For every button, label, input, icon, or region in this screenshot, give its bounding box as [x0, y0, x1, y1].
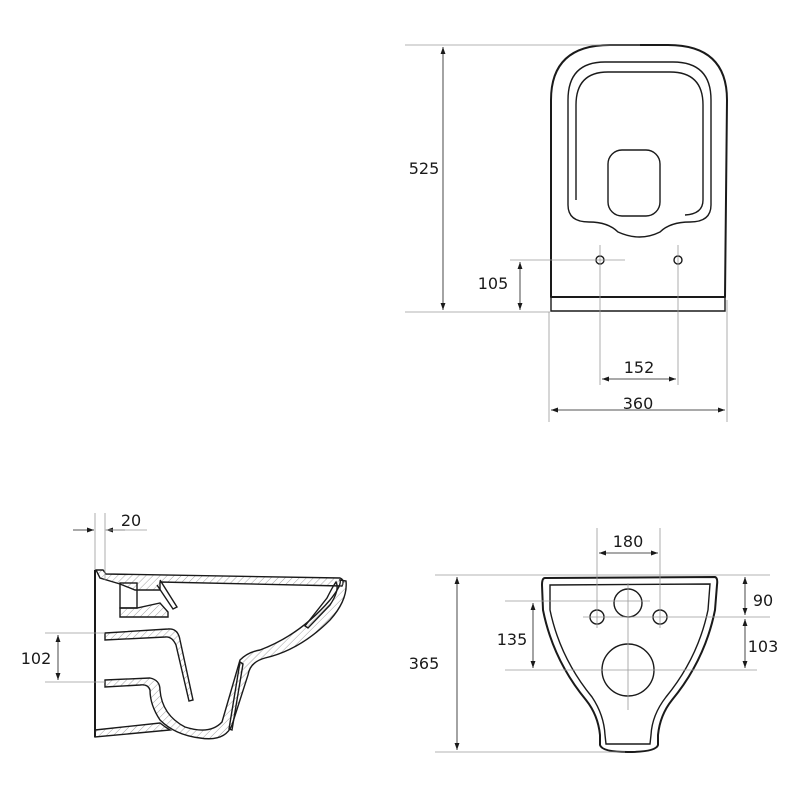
dim-hole-height-label: 105: [478, 274, 509, 293]
seat-inner: [575, 71, 704, 216]
rim-channel: [303, 580, 338, 629]
dim-top-to-fixing-label: 90: [753, 591, 773, 610]
base-section: [94, 722, 173, 738]
seat-opening: [567, 61, 712, 238]
side-view: 20 102: [21, 511, 347, 740]
dim-rear-height-label: 365: [409, 654, 440, 673]
inlet-section: [119, 602, 169, 618]
outlet-section: [104, 579, 347, 740]
bowl-wall-section: [104, 628, 194, 702]
top-view-outline: [550, 44, 728, 298]
dim-outlet-height-label: 102: [21, 649, 52, 668]
dim-height-label: 525: [409, 159, 440, 178]
rear-view: 365 180 90 103 135: [409, 528, 779, 753]
dim-inlet-to-outlet-label: 135: [497, 630, 528, 649]
dim-hole-spacing-label: 152: [624, 358, 655, 377]
back-channel: [228, 660, 244, 731]
top-rim-section: [94, 569, 344, 591]
top-view: 525 105 152 360: [405, 44, 728, 422]
dim-fixing-spacing-label: 180: [613, 532, 644, 551]
dim-fixing-to-outlet-label: 103: [748, 637, 779, 656]
base-plate: [550, 296, 726, 312]
flush-guide: [156, 579, 179, 610]
dim-width-label: 360: [623, 394, 654, 413]
bowl-opening: [607, 149, 661, 217]
dim-wall-gap-label: 20: [121, 511, 141, 530]
rear-outline: [541, 576, 719, 753]
rear-inner-outline: [549, 583, 711, 745]
